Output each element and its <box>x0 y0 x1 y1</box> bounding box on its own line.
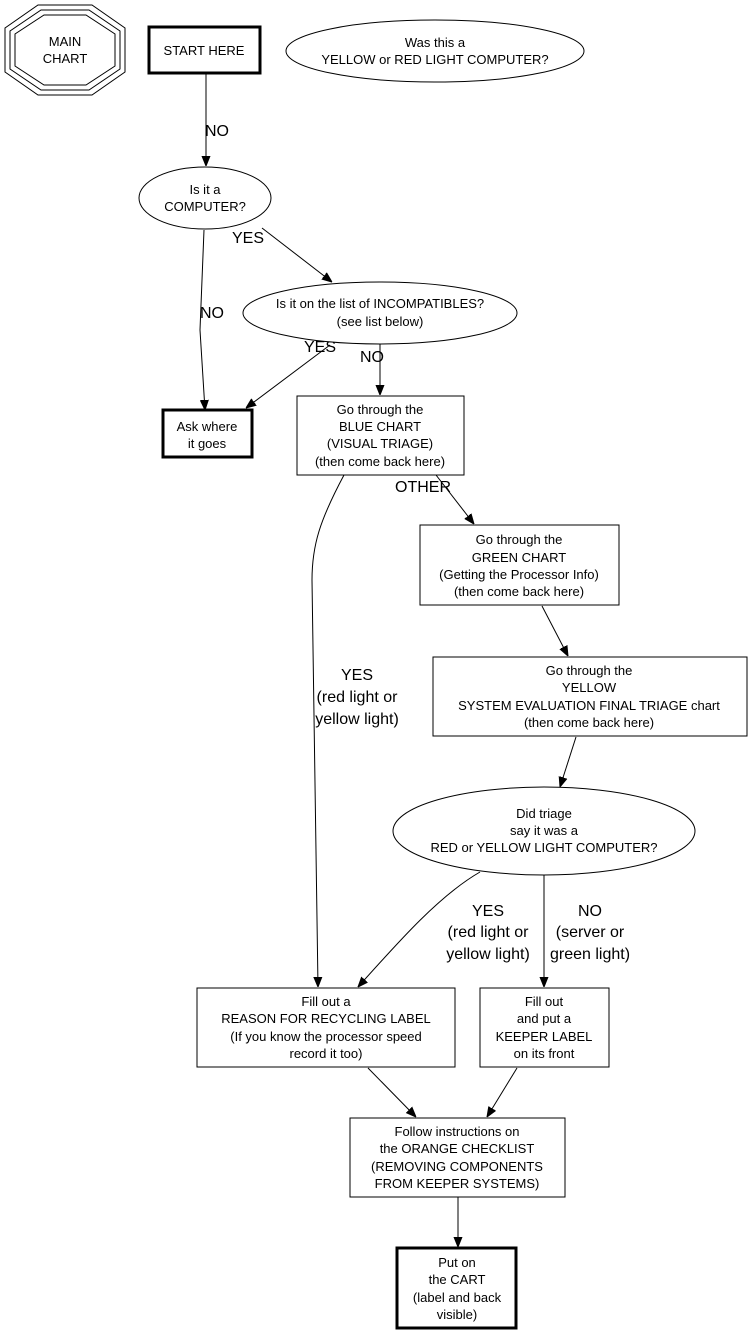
node-ask-where-it-goes: Ask where it goes <box>161 408 254 459</box>
edge-label-line: (server or <box>556 924 625 941</box>
node-green-chart: Go through the GREEN CHART (Getting the … <box>419 524 620 606</box>
edge-incompatibles-to-ask-where <box>246 344 331 408</box>
node-label-line: Put on <box>438 1255 476 1270</box>
node-label-line: FROM KEEPER SYSTEMS) <box>375 1176 540 1191</box>
node-label-line: (VISUAL TRIAGE) <box>327 436 433 451</box>
node-label-line: Fill out a <box>301 994 351 1009</box>
edge-label-line: green light) <box>550 946 630 963</box>
node-label-line: SYSTEM EVALUATION FINAL TRIAGE chart <box>458 698 720 713</box>
edge-label-line: (red light or <box>448 924 530 941</box>
node-label-line: Follow instructions on <box>395 1124 520 1139</box>
node-label-line: Ask where <box>177 419 238 434</box>
node-label-line: (see list below) <box>337 314 424 329</box>
nodes: MAIN CHART START HERE Was this a YELLOW … <box>4 4 748 1330</box>
node-put-on-cart: Put on the CART (label and back visible) <box>395 1246 518 1330</box>
node-start-here: START HERE <box>147 25 262 75</box>
node-label-line: Fill out <box>525 994 564 1009</box>
node-label-line: CHART <box>43 51 88 66</box>
edge-yellow-chart-to-did-triage <box>560 736 577 787</box>
node-label-line: (If you know the processor speed <box>230 1029 422 1044</box>
node-yellow-chart: Go through the YELLOW SYSTEM EVALUATION … <box>432 656 748 737</box>
node-was-yellow-or-red: Was this a YELLOW or RED LIGHT COMPUTER? <box>285 19 585 83</box>
edge-label-blue-other: OTHER <box>395 479 451 496</box>
edge-is-computer-to-ask-where <box>199 229 205 410</box>
node-label-line: it goes <box>188 436 227 451</box>
node-label-line: MAIN <box>49 34 82 49</box>
edge-label-line: YES <box>472 903 504 920</box>
node-label-line: Go through the <box>546 663 633 678</box>
node-label-line: say it was a <box>510 823 579 838</box>
edge-label-line: NO <box>578 903 602 920</box>
node-label-line: on its front <box>514 1046 575 1061</box>
node-label-line: YELLOW <box>562 680 617 695</box>
edge-label-start-no: NO <box>205 123 229 140</box>
node-orange-checklist: Follow instructions on the ORANGE CHECKL… <box>349 1117 566 1198</box>
node-reason-for-recycling-label: Fill out a REASON FOR RECYCLING LABEL (I… <box>196 987 456 1068</box>
node-label-line: Did triage <box>516 806 572 821</box>
node-keeper-label: Fill out and put a KEEPER LABEL on its f… <box>479 987 610 1068</box>
edge-label-triage-yes: YES (red light or yellow light) <box>446 903 530 963</box>
edge-blue-chart-to-green-chart <box>435 474 474 524</box>
node-label-line: (then come back here) <box>454 584 584 599</box>
node-label-line: (REMOVING COMPONENTS <box>371 1159 543 1174</box>
node-label-line: START HERE <box>164 43 245 58</box>
edge-label-is-computer-yes: YES <box>232 230 264 247</box>
edges <box>199 74 577 1247</box>
edge-is-computer-to-incompatibles <box>261 227 332 282</box>
node-label-line: visible) <box>437 1307 477 1322</box>
node-did-triage: Did triage say it was a RED or YELLOW LI… <box>392 786 696 876</box>
edge-label-blue-yes: YES (red light or yellow light) <box>315 667 399 728</box>
edge-label-line: yellow light) <box>315 711 399 728</box>
node-label-line: RED or YELLOW LIGHT COMPUTER? <box>430 840 657 855</box>
node-label-line: YELLOW or RED LIGHT COMPUTER? <box>321 52 548 67</box>
edge-did-triage-to-reason-label <box>358 871 481 987</box>
edge-reason-label-to-orange-checklist <box>367 1067 416 1117</box>
node-label-line: GREEN CHART <box>472 550 566 565</box>
edge-label-is-computer-no: NO <box>200 305 224 322</box>
node-label-line: Is it a <box>189 182 221 197</box>
node-label-line: (then come back here) <box>315 454 445 469</box>
edge-keeper-label-to-orange-checklist <box>487 1067 518 1117</box>
edge-labels: NO YES NO YES NO OTHER YES (red light or… <box>200 123 630 963</box>
node-label-line: the ORANGE CHECKLIST <box>380 1141 535 1156</box>
node-label-line: BLUE CHART <box>339 419 421 434</box>
node-is-computer: Is it a COMPUTER? <box>138 166 272 230</box>
node-label-line: Is it on the list of INCOMPATIBLES? <box>276 296 484 311</box>
node-blue-chart: Go through the BLUE CHART (VISUAL TRIAGE… <box>296 395 465 476</box>
node-label-line: and put a <box>517 1011 572 1026</box>
node-label-line: the CART <box>429 1272 486 1287</box>
node-label-line: (Getting the Processor Info) <box>439 567 599 582</box>
node-label-line: COMPUTER? <box>164 199 246 214</box>
edge-green-chart-to-yellow-chart <box>541 605 568 656</box>
edge-blue-chart-to-reason-label <box>311 474 345 987</box>
edge-label-incompatibles-no: NO <box>360 349 384 366</box>
edge-label-line: yellow light) <box>446 946 530 963</box>
node-label-line: Go through the <box>337 402 424 417</box>
edge-label-line: YES <box>341 667 373 684</box>
node-main-chart: MAIN CHART <box>4 4 126 96</box>
node-incompatibles: Is it on the list of INCOMPATIBLES? (see… <box>242 281 518 345</box>
node-label-line: (label and back <box>413 1290 502 1305</box>
node-label-line: record it too) <box>290 1046 363 1061</box>
node-label-line: KEEPER LABEL <box>496 1029 593 1044</box>
node-label-line: Was this a <box>405 35 466 50</box>
node-label-line: (then come back here) <box>524 715 654 730</box>
node-label-line: Go through the <box>476 532 563 547</box>
edge-label-incompatibles-yes: YES <box>304 339 336 356</box>
edge-label-triage-no: NO (server or green light) <box>550 903 630 963</box>
node-label-line: REASON FOR RECYCLING LABEL <box>221 1011 431 1026</box>
edge-label-line: (red light or <box>317 689 399 706</box>
